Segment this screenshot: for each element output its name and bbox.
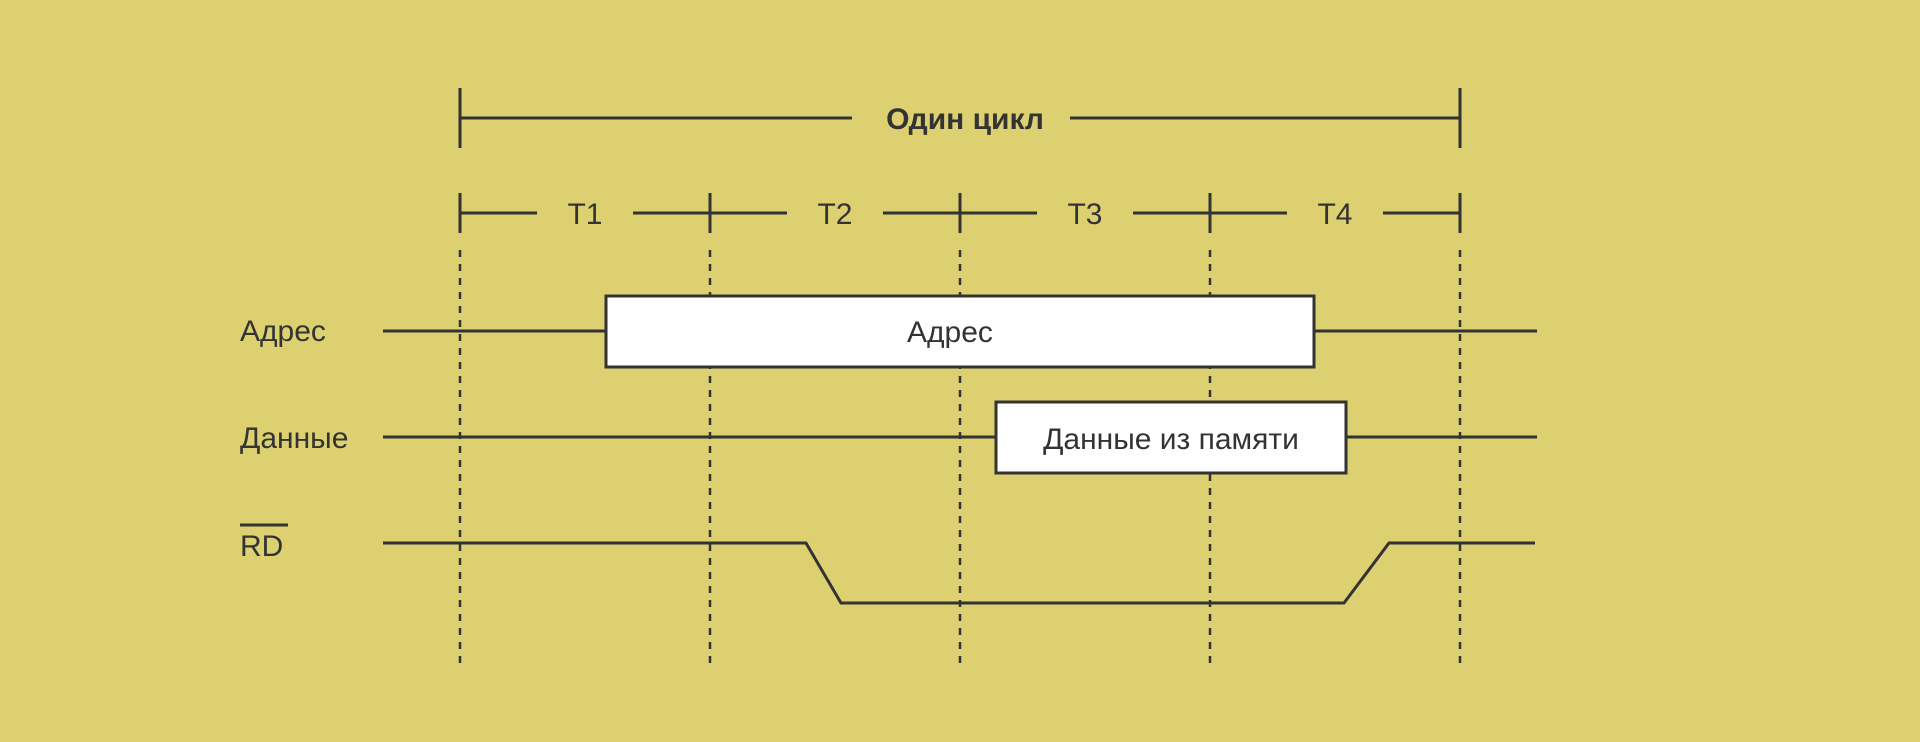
- address-valid-label: Адрес: [907, 316, 993, 349]
- address-valid-box: [604, 294, 1316, 369]
- cycle-bracket: Один цикл: [458, 88, 1462, 148]
- data-valid-label: Данные из памяти: [1043, 423, 1299, 456]
- data-signal: Данные Данные из памяти: [240, 400, 1537, 475]
- period-brackets: T1 T2 T3 T4: [458, 193, 1462, 233]
- period-t2-label: T2: [817, 198, 852, 231]
- data-valid-box: [994, 400, 1348, 475]
- cycle-label: Один цикл: [886, 103, 1044, 136]
- period-t3-label: T3: [1067, 198, 1102, 231]
- address-signal-label: Адрес: [240, 315, 326, 348]
- rd-waveform: [383, 541, 1535, 605]
- period-t4-label: T4: [1317, 198, 1352, 231]
- data-signal-label: Данные: [240, 422, 348, 455]
- address-signal: Адрес Адрес: [240, 294, 1537, 369]
- period-t1-label: T1: [567, 198, 602, 231]
- rd-signal: RD: [240, 523, 1535, 605]
- rd-signal-label: RD: [240, 530, 283, 563]
